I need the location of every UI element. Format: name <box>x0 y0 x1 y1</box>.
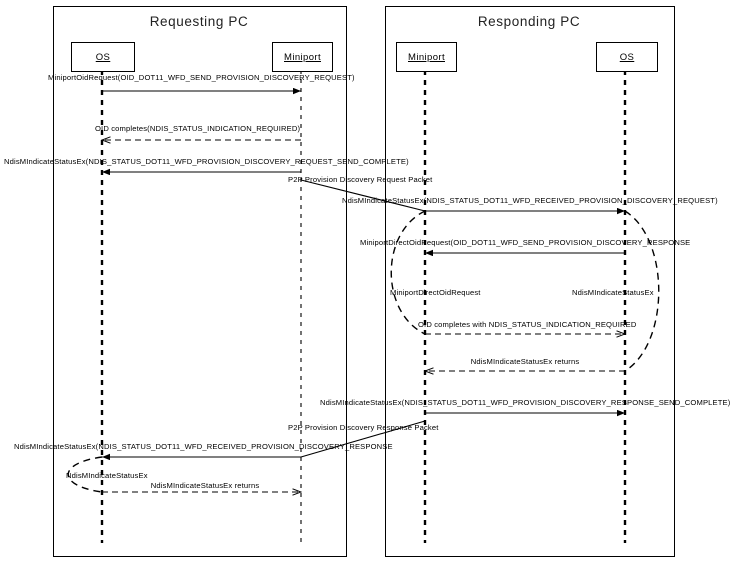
frame-title-requesting: Requesting PC <box>149 14 249 29</box>
packet-label-p2: P2P Provision Discovery Response Packet <box>288 423 439 432</box>
packet-transfer-p1 <box>300 179 426 212</box>
self-call-brace-b1 <box>390 210 426 335</box>
frame-responding <box>385 6 675 557</box>
self-call-brace-b2 <box>624 210 660 372</box>
actor-res-miniport[interactable]: Miniport <box>396 42 457 72</box>
actor-label: Miniport <box>284 51 321 63</box>
self-call-label-b1: MiniportDirectOidRequest <box>390 288 481 297</box>
packet-transfer-p2 <box>300 420 426 458</box>
message-label-m6: OID completes with NDIS_STATUS_INDICATIO… <box>418 320 637 329</box>
message-label-m4: NdisMIndicateStatusEx(NDIS_STATUS_DOT11_… <box>342 196 718 205</box>
actor-label: Miniport <box>408 51 445 63</box>
message-label-m7: NdisMIndicateStatusEx returns <box>470 357 580 366</box>
frame-title-responding: Responding PC <box>477 14 581 29</box>
actor-label: OS <box>95 51 111 63</box>
self-call-brace-b3 <box>67 456 103 493</box>
self-call-label-b3: NdisMIndicateStatusEx <box>66 471 148 480</box>
message-label-m10: NdisMIndicateStatusEx returns <box>150 481 260 490</box>
packet-label-p1: P2P Provision Discovery Request Packet <box>288 175 433 184</box>
actor-res-os[interactable]: OS <box>596 42 658 72</box>
message-label-m2: OID completes(NDIS_STATUS_INDICATION_REQ… <box>95 124 301 133</box>
message-label-m8: NdisMIndicateStatusEx(NDIS_STATUS_DOT11_… <box>320 398 730 407</box>
frame-requesting <box>53 6 347 557</box>
message-label-m5: MiniportDirectOidRequest(OID_DOT11_WFD_S… <box>360 238 691 247</box>
actor-req-os[interactable]: OS <box>71 42 135 72</box>
self-call-label-b2: NdisMIndicateStatusEx <box>572 288 654 297</box>
actor-label: OS <box>619 51 635 63</box>
message-label-m3: NdisMIndicateStatusEx(NDIS_STATUS_DOT11_… <box>4 157 409 166</box>
message-label-m1: MiniportOidRequest(OID_DOT11_WFD_SEND_PR… <box>48 73 355 82</box>
message-label-m9: NdisMIndicateStatusEx(NDIS_STATUS_DOT11_… <box>14 442 393 451</box>
actor-req-miniport[interactable]: Miniport <box>272 42 333 72</box>
